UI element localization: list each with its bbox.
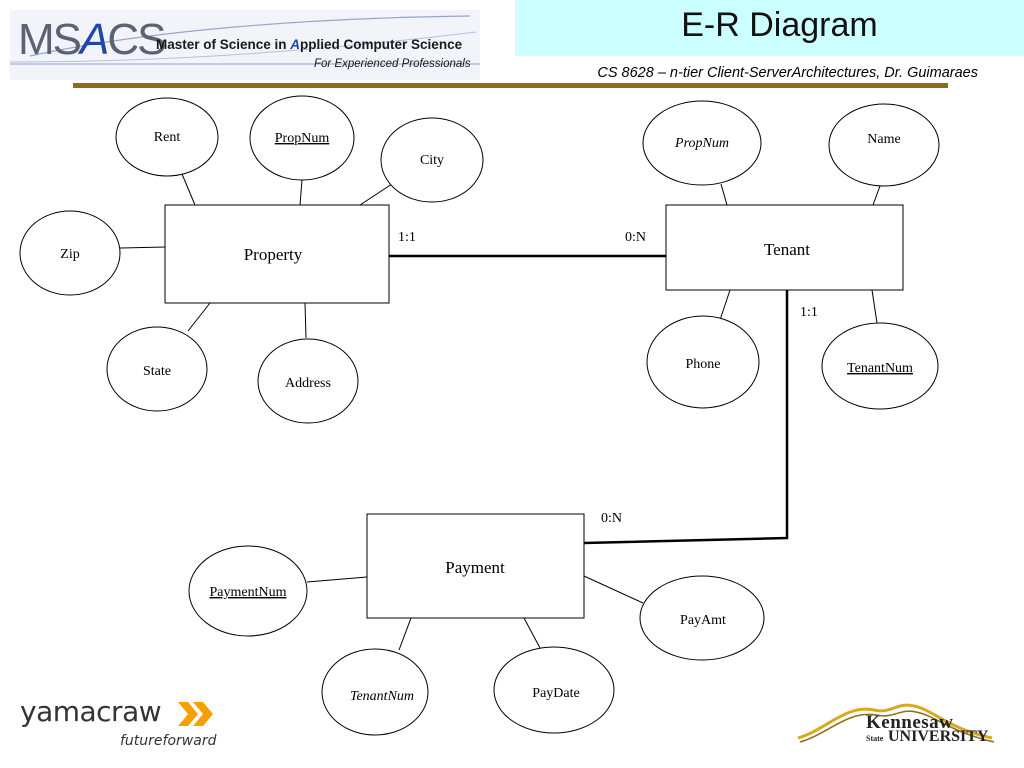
attribute-links	[119, 173, 881, 651]
yamacraw-arrows-icon	[178, 702, 213, 726]
link-propnum-fk	[720, 183, 728, 206]
attr-payamt-label: PayAmt	[680, 613, 726, 628]
entity-payment-label: Payment	[445, 558, 505, 577]
entity-tenant: Tenant	[665, 204, 904, 291]
attr-rent: Rent	[115, 97, 219, 177]
ksu-name-line2: UNIVERSITY	[888, 728, 989, 745]
attr-state-label: State	[143, 364, 171, 379]
entity-property-label: Property	[244, 245, 303, 264]
rel-tenant-payment	[583, 290, 789, 545]
msacs-logo: MSACS Master of Science in Applied Compu…	[10, 10, 480, 80]
attr-tenantnum-fk-label: TenantNum	[350, 689, 414, 704]
entity-tenant-label: Tenant	[764, 240, 810, 259]
logo-swoosh	[10, 15, 480, 65]
entity-payment-box	[366, 513, 585, 619]
logo-full-pre: Master of Science in	[156, 37, 291, 52]
yamacraw-logo: yamacraw	[20, 695, 162, 728]
link-rent	[181, 173, 196, 206]
logo-program-name: Master of Science in Applied Computer Sc…	[156, 37, 462, 52]
attr-city: City	[380, 117, 484, 203]
attr-name: Name	[828, 103, 940, 187]
attr-address-label: Address	[285, 376, 331, 391]
link-name	[872, 185, 881, 206]
attr-address: Address	[257, 338, 359, 424]
logo-a: A	[80, 15, 109, 64]
entity-payment: Payment	[366, 513, 585, 619]
attr-paymentnum-label: PaymentNum	[210, 585, 287, 600]
attr-propnum-fk: PropNum	[642, 100, 762, 186]
ksu-state-label: State	[866, 734, 884, 743]
attr-tenantnum-pk-label: TenantNum	[847, 361, 913, 376]
attr-name-label: Name	[867, 132, 900, 147]
link-payamt	[583, 575, 644, 604]
link-state	[187, 302, 211, 332]
entity-property: Property	[164, 204, 390, 304]
link-phone	[719, 289, 731, 321]
attr-propnum-pk-label: PropNum	[275, 131, 330, 146]
course-line: CS 8628 – n-tier Client-ServerArchitectu…	[597, 65, 978, 81]
logo-msacs: MSACS	[18, 14, 166, 66]
attr-phone: Phone	[646, 315, 760, 409]
slide-title: E-R Diagram	[681, 6, 878, 44]
attr-city-label: City	[420, 153, 444, 168]
ksu-name-line1: Kennesaw	[866, 712, 954, 733]
card-tenant-side: 0:N	[625, 230, 646, 245]
link-propnum-pk	[299, 179, 303, 206]
attr-zip: Zip	[19, 210, 121, 296]
entity-tenant-box	[665, 204, 904, 291]
card-tenant-payment-tenant-side: 1:1	[800, 305, 818, 320]
logo-tagline: For Experienced Professionals	[314, 58, 471, 70]
header-rule	[73, 83, 948, 88]
ksu-mountain-logo	[797, 703, 995, 743]
attr-propnum-fk-label: PropNum	[674, 136, 729, 151]
attr-state: State	[106, 326, 208, 412]
logo-full-a: A	[290, 37, 301, 52]
attr-paydate: PayDate	[493, 646, 615, 734]
attr-paymentnum: PaymentNum	[188, 545, 308, 637]
link-address	[304, 302, 307, 339]
card-tenant-payment-payment-side: 0:N	[601, 511, 622, 526]
link-city	[359, 181, 396, 206]
link-zip	[119, 246, 166, 249]
link-paydate	[523, 617, 541, 649]
attr-phone-label: Phone	[686, 357, 721, 372]
logo-cs: CS	[107, 15, 166, 64]
logo-ms: MS	[18, 15, 82, 64]
link-tenantnum-fk	[398, 617, 412, 651]
title-banner: E-R Diagram	[515, 0, 1024, 56]
attr-paydate-label: PayDate	[532, 686, 579, 701]
attr-tenantnum-fk: TenantNum	[321, 648, 429, 736]
logo-full-post: pplied Computer Science	[300, 37, 463, 52]
entity-property-box	[164, 204, 390, 304]
attr-tenantnum-pk: TenantNum	[821, 322, 939, 410]
attr-propnum-pk: PropNum	[249, 95, 355, 181]
attr-payamt: PayAmt	[639, 575, 765, 661]
attr-rent-label: Rent	[154, 130, 181, 145]
relationship-lines	[389, 254, 789, 545]
card-property-side: 1:1	[398, 230, 416, 245]
yamacraw-tagline: futureforward	[120, 733, 217, 749]
link-paymentnum	[306, 576, 368, 583]
attr-zip-label: Zip	[60, 247, 79, 262]
link-tenantnum-pk	[871, 289, 878, 324]
